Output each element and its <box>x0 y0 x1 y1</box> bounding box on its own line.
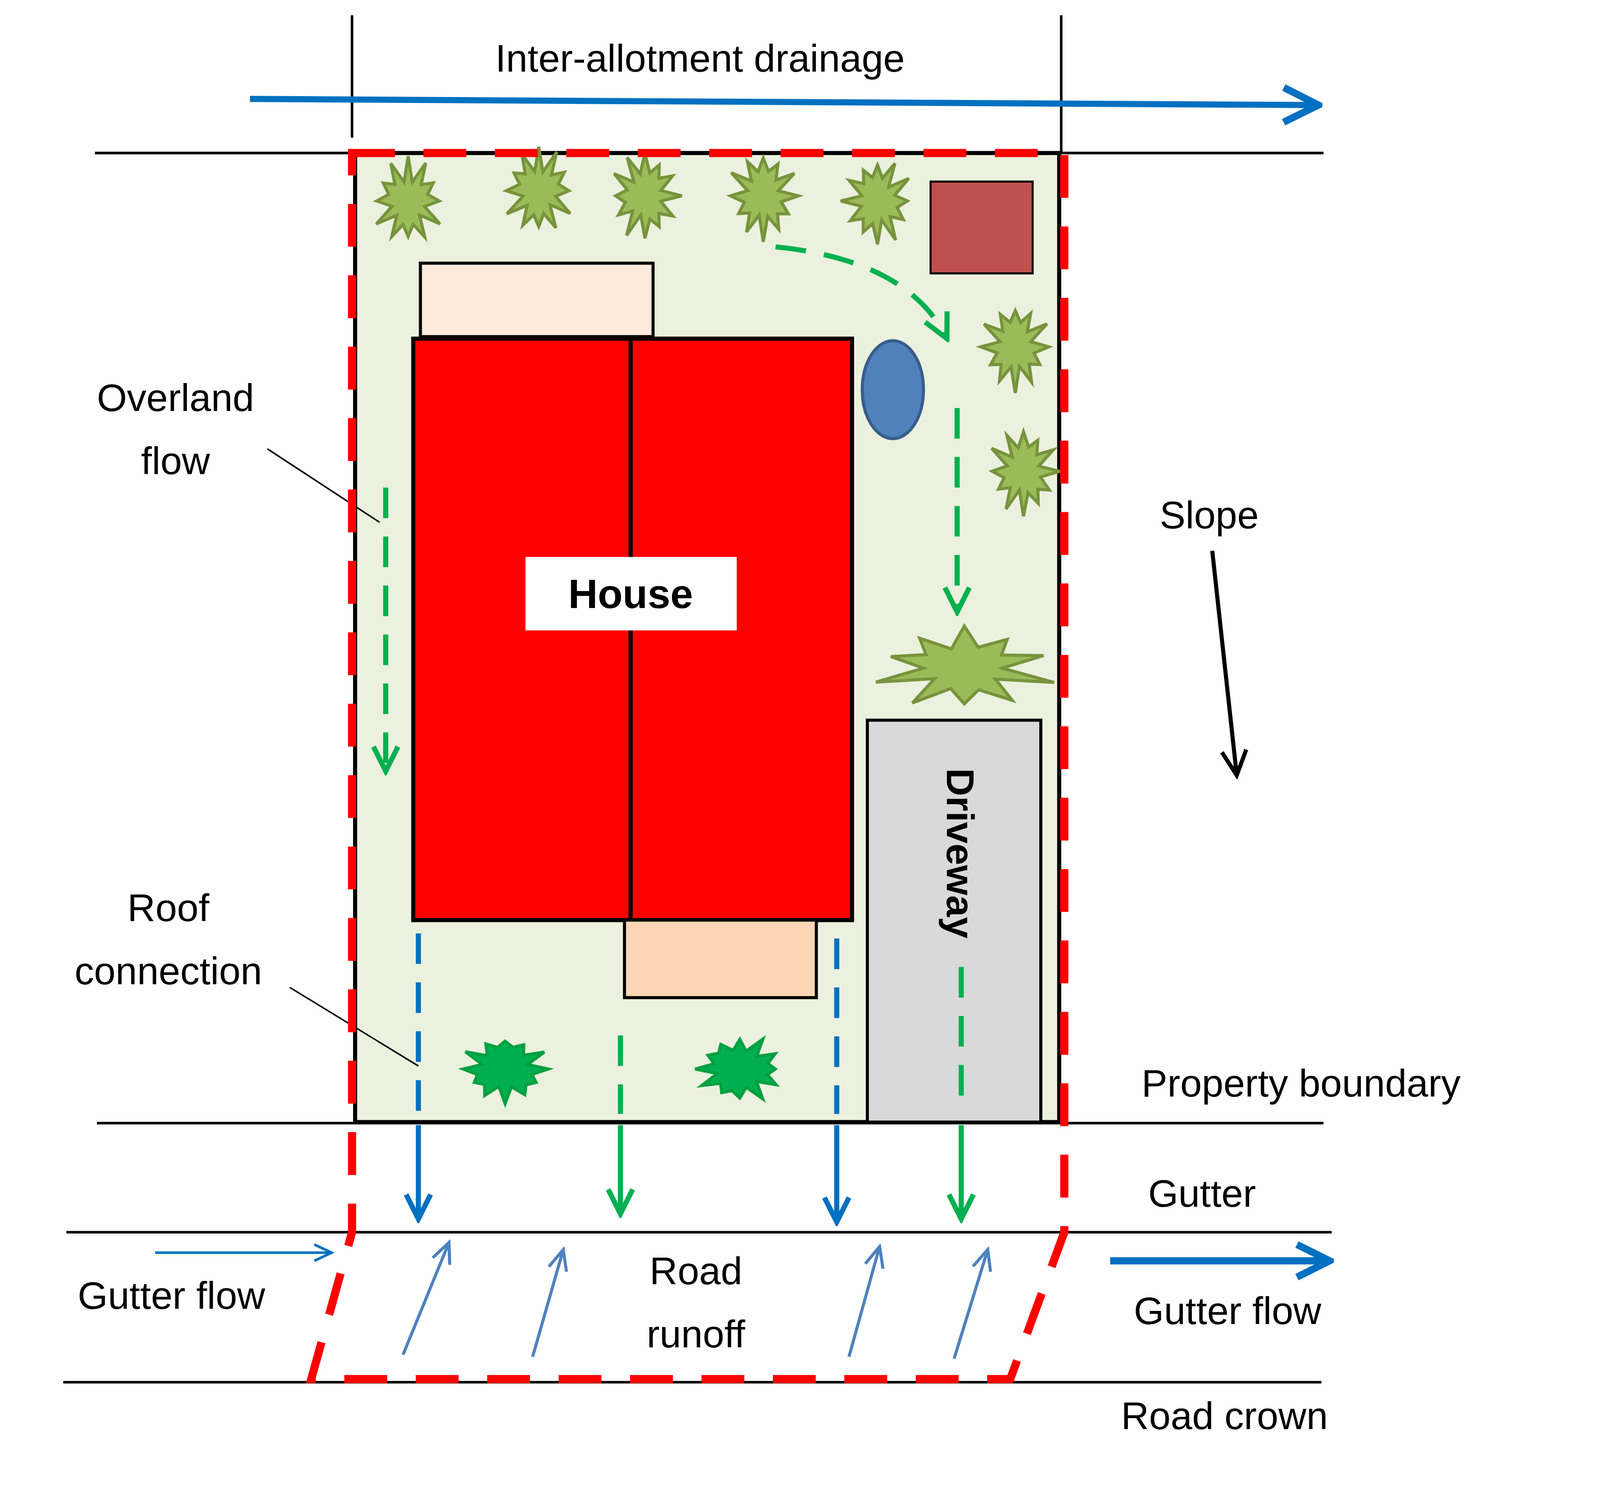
annotation-label: Property boundary <box>1141 1051 1461 1116</box>
tree-symbol <box>875 626 1055 704</box>
annotation-label: Slope <box>1159 483 1259 547</box>
tree-symbol <box>506 147 571 229</box>
annotation-label: Road runoff <box>619 1239 773 1367</box>
house-box: House <box>413 338 852 921</box>
tree-symbol <box>463 1041 549 1104</box>
tree-symbol <box>840 163 910 245</box>
node-text: House <box>568 570 693 617</box>
annotation-label: Road crown <box>1121 1384 1328 1448</box>
tree-symbol <box>376 156 440 238</box>
annotation-label: Gutter flow <box>77 1264 265 1328</box>
label-box: House <box>525 557 737 631</box>
tree-symbol <box>614 153 682 239</box>
tree-symbol <box>991 431 1061 517</box>
driveway-box: Driveway <box>867 720 1041 1123</box>
tree-symbol <box>980 310 1050 393</box>
annotation-label: Inter-allotment drainage <box>495 26 905 90</box>
annotation-label: Overland flow <box>73 366 278 493</box>
node-text: Driveway <box>937 768 982 939</box>
annotation-label: Roof connection <box>50 876 286 1004</box>
annotation-label: Gutter <box>1148 1162 1256 1226</box>
tree-symbol <box>695 1039 777 1100</box>
annotation-label: Gutter flow <box>1133 1279 1322 1343</box>
tree-symbol <box>730 158 799 243</box>
